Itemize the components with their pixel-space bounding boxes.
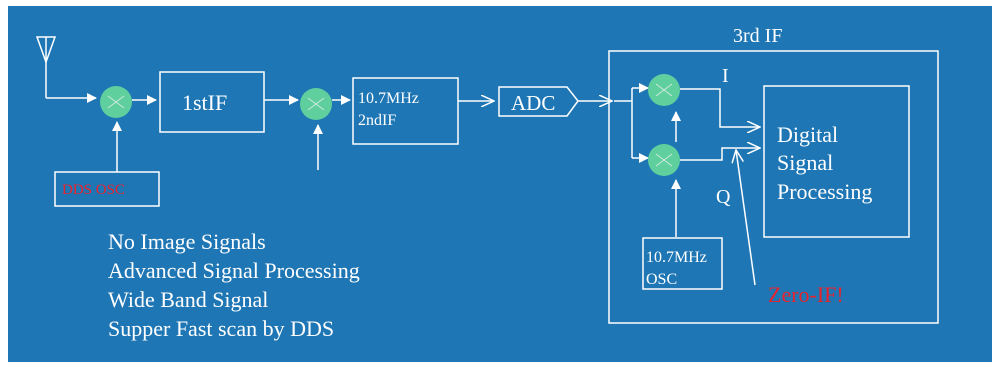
second-if-block — [352, 77, 459, 145]
lo-osc-label-line1: 10.7MHz — [646, 249, 707, 266]
dds-osc-label: DDS OSC — [62, 182, 125, 198]
diagram-background — [8, 6, 992, 362]
dsp-block — [763, 85, 910, 238]
feature-item: Advanced Signal Processing — [108, 258, 360, 283]
third-if-container — [608, 50, 939, 324]
dds-osc-box — [54, 171, 160, 207]
zero-if-pointer — [736, 150, 756, 286]
q-path — [680, 148, 760, 161]
first-if-block — [159, 71, 265, 133]
dsp-label-line1: Digital — [777, 122, 838, 147]
splitter-lines — [614, 83, 649, 163]
i-path — [680, 88, 760, 127]
antenna-icon — [35, 36, 97, 103]
third-if-title: 3rd IF — [733, 25, 782, 47]
feature-item: Supper Fast scan by DDS — [108, 316, 334, 341]
i-label: I — [722, 65, 729, 87]
feature-list: No Image Signals Advanced Signal Process… — [108, 229, 360, 341]
mixer-icon — [648, 74, 680, 106]
lo-osc-box — [642, 237, 723, 290]
adc-block — [498, 86, 579, 117]
second-if-label-line1: 10.7MHz — [358, 90, 419, 107]
q-label: Q — [716, 186, 731, 208]
lo-osc-label-line2: OSC — [646, 271, 677, 288]
mixer-icon — [100, 86, 132, 118]
mixer-icon — [300, 88, 332, 120]
mixer-icon — [648, 144, 680, 176]
adc-label: ADC — [511, 91, 555, 115]
first-if-label: 1stIF — [182, 90, 227, 115]
dsp-label-line2: Signal — [777, 150, 833, 175]
second-if-label-line2: 2ndIF — [358, 112, 396, 129]
zero-if-label: Zero-IF! — [768, 282, 844, 307]
feature-item: Wide Band Signal — [108, 287, 268, 312]
dsp-label-line3: Processing — [777, 179, 872, 204]
feature-item: No Image Signals — [108, 229, 266, 254]
